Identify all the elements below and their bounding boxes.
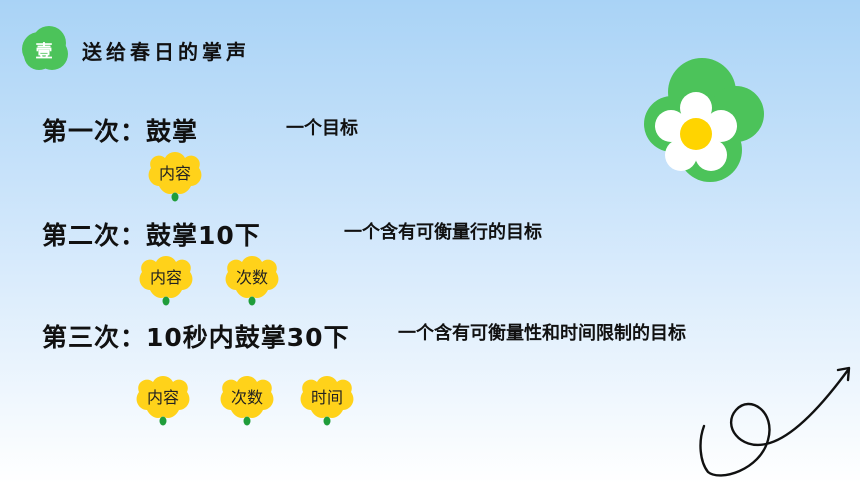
tag-label: 次数 [230,388,263,407]
round-3-tag-time: 时间 [297,374,357,430]
flower-icon [644,58,764,182]
tag-label: 时间 [310,388,343,407]
flower-tag-icon [136,376,190,426]
round-2-description: 一个含有可衡量行的目标 [344,222,542,243]
flower-tag-icon [220,376,274,426]
flower-tag-icon [139,256,193,306]
round-1-tag-content: 内容 [145,150,205,206]
flower-tag-icon [148,152,202,202]
tag-label: 内容 [158,164,191,183]
round-3-description: 一个含有可衡量性和时间限制的目标 [398,323,686,344]
tag-label: 内容 [146,388,179,407]
flower-tag-icon [225,256,279,306]
round-3-tag-count: 次数 [217,374,277,430]
flower-tag-icon [300,376,354,426]
section-badge: 壹 [20,26,72,72]
round-3-label: 第三次：10秒内鼓掌30下 [42,323,350,352]
round-1-description: 一个目标 [286,118,358,139]
round-2-tag-count: 次数 [222,254,282,310]
round-2-label: 第二次：鼓掌10下 [42,221,261,250]
tag-label: 内容 [149,268,182,287]
badge-label: 壹 [35,41,53,62]
swirl-arrow-icon [699,366,851,477]
section-title: 送给春日的掌声 [82,40,250,64]
tag-label: 次数 [235,268,268,287]
round-2-tag-content: 内容 [136,254,196,310]
round-3-tag-content: 内容 [133,374,193,430]
round-1-label: 第一次：鼓掌 [42,117,199,146]
